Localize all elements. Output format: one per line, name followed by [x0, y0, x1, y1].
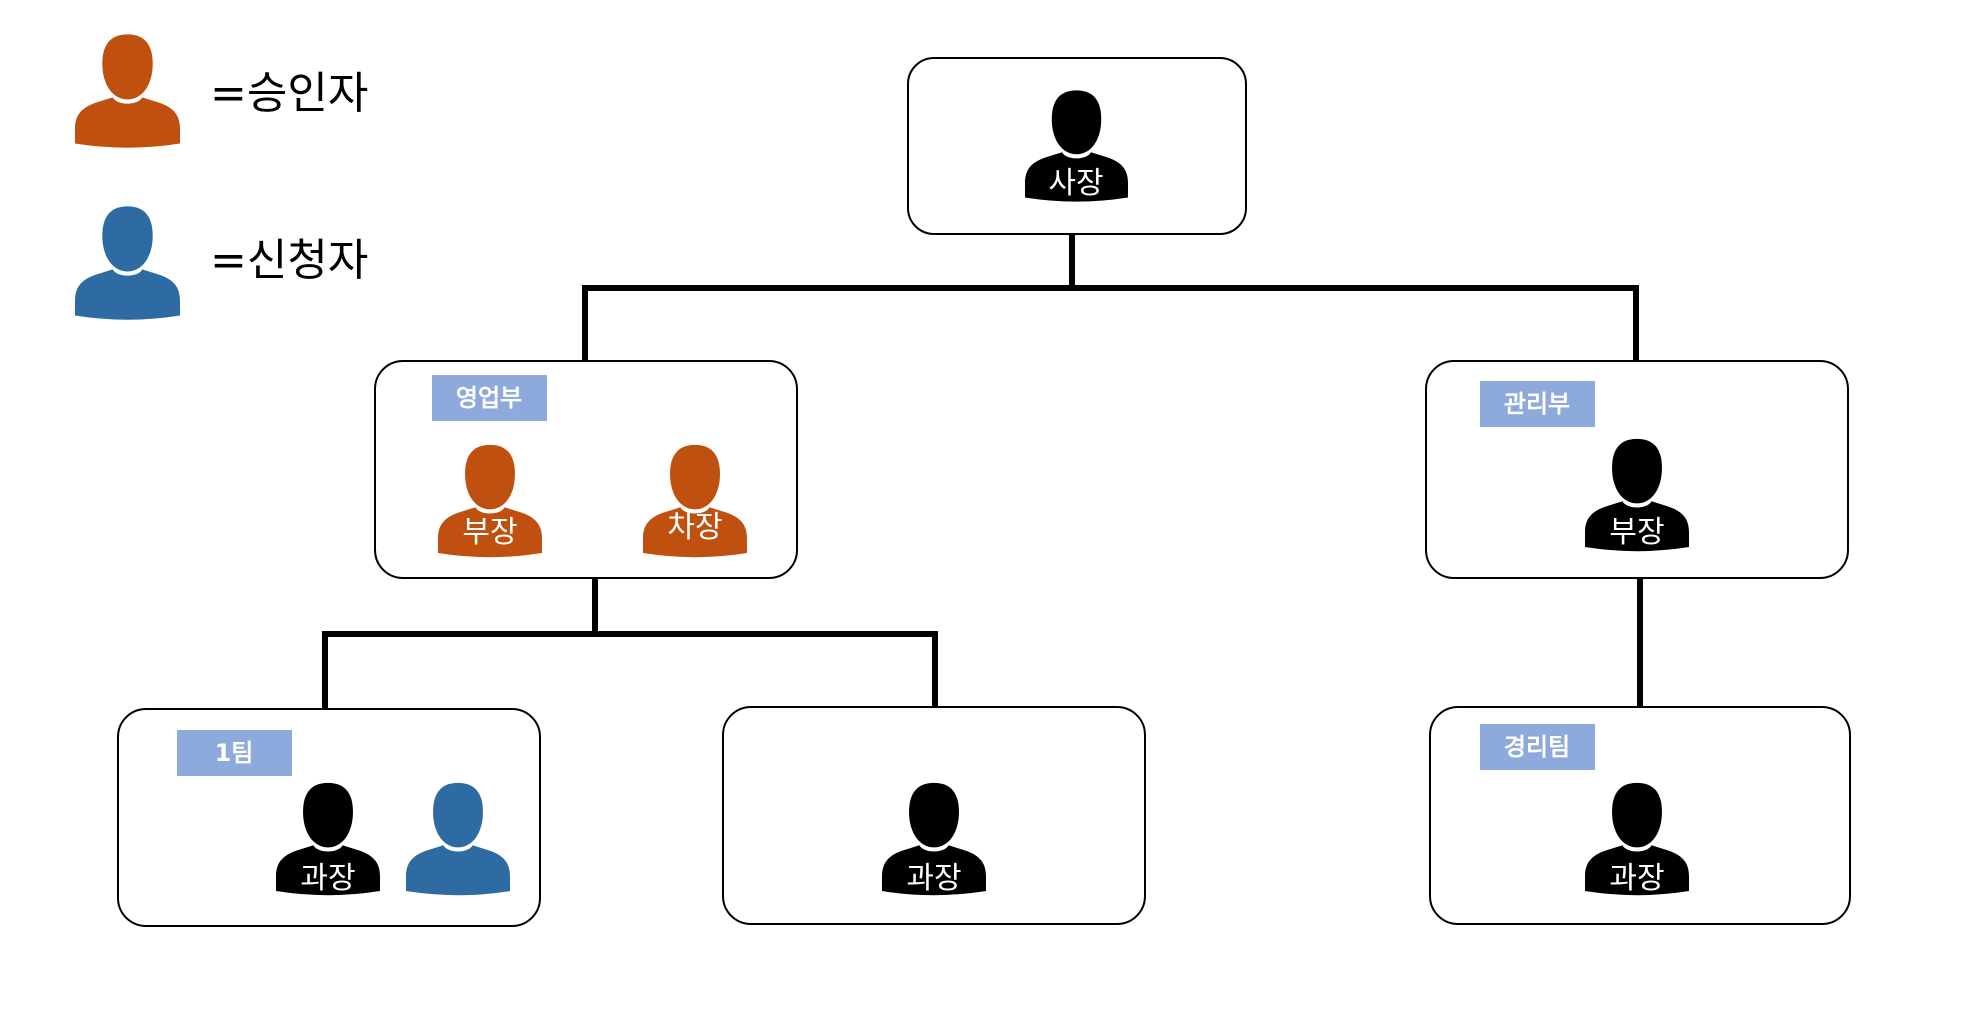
accounting-section-chief-role-label: 과장: [1609, 861, 1664, 896]
legend: =승인자 =신청자: [75, 34, 368, 320]
admin-tag: [1480, 381, 1595, 427]
sales-manager-role-label: 부장: [462, 515, 517, 550]
team1-section-chief-role-label: 과장: [300, 861, 355, 896]
node-sales-department: 영업부 부장 차장: [374, 360, 798, 579]
sales-tag: [432, 375, 547, 421]
node-team1: 1팀 과장: [117, 708, 541, 927]
connectors: [322, 231, 1643, 708]
applicant-legend-label: =신청자: [210, 235, 368, 286]
sales-tag-label: 영업부: [456, 384, 522, 412]
team2-section-chief-role-label: 과장: [906, 861, 961, 896]
node-accounting-team: 경리팀 과장: [1429, 706, 1851, 925]
node-admin-department: 관리부 부장: [1425, 360, 1849, 579]
ceo-role-label: 사장: [1048, 166, 1103, 201]
applicant-legend-icon: [75, 206, 180, 320]
admin-tag-label: 관리부: [1504, 390, 1570, 418]
team1-tag: [177, 730, 292, 776]
node-ceo: 사장: [907, 57, 1247, 235]
accounting-tag-label: 경리팀: [1504, 733, 1570, 761]
accounting-tag: [1480, 724, 1595, 770]
admin-manager-role-label: 부장: [1609, 515, 1664, 550]
approver-legend-icon: [75, 34, 180, 148]
approver-legend-label: =승인자: [210, 68, 368, 119]
sales-deputy-role-label: 차장: [667, 510, 722, 545]
node-team2: 과장: [722, 706, 1146, 925]
team1-tag-label: 1팀: [215, 739, 254, 767]
